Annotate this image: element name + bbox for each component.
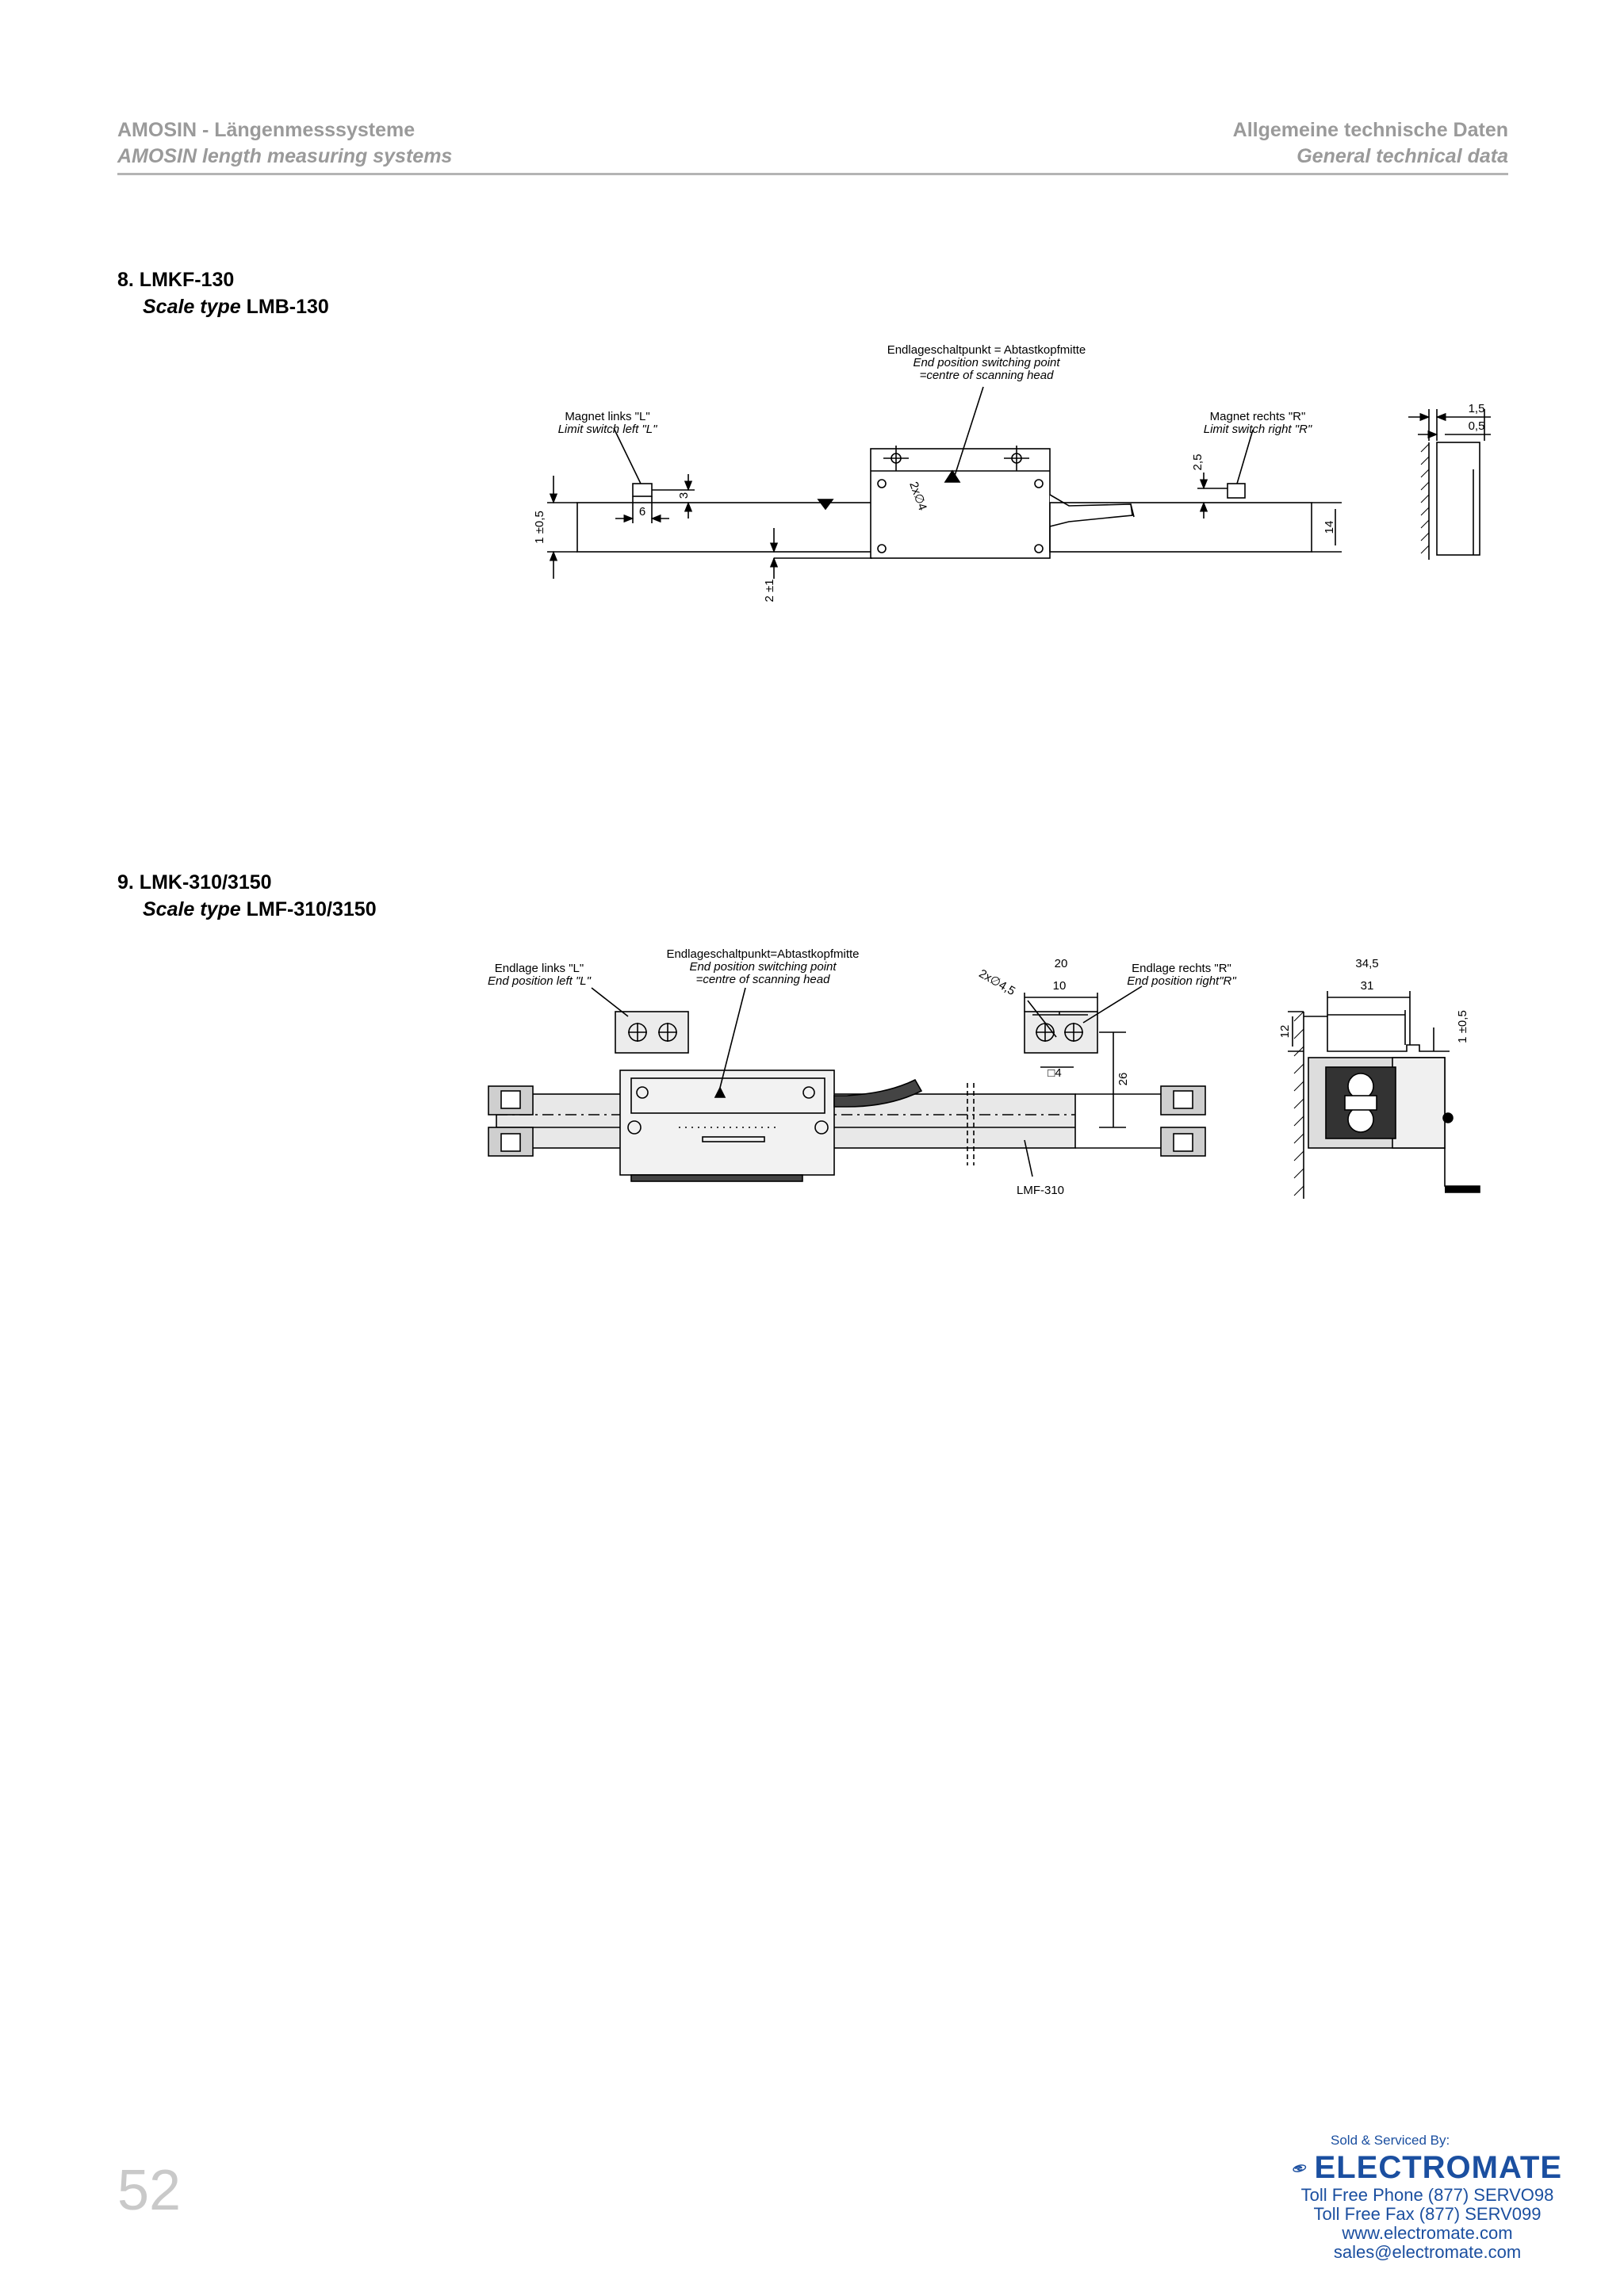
s9-dim-26: 26 bbox=[1116, 1073, 1130, 1086]
section9-scale-type-value: LMF-310/3150 bbox=[246, 898, 377, 920]
sold-by-label: Sold & Serviced By: bbox=[1331, 2133, 1450, 2148]
s8-dim-14: 14 bbox=[1323, 521, 1336, 534]
header-right: Allgemeine technische Daten General tech… bbox=[1233, 117, 1508, 170]
footer-fax: Toll Free Fax (877) SERV099 bbox=[1313, 2204, 1542, 2224]
s9-dim-1: 1 ±0,5 bbox=[1456, 1010, 1469, 1043]
electromate-logo-icon bbox=[1293, 2164, 1307, 2172]
s8-dim-3: 3 bbox=[677, 492, 691, 499]
header-right-subtitle: General technical data bbox=[1297, 145, 1508, 167]
s8-magnet-right-de: Magnet rechts "R" bbox=[1210, 410, 1306, 423]
s9-dim-10: 10 bbox=[1053, 979, 1067, 993]
brand-block: ELECTROMATE bbox=[1293, 2150, 1562, 2186]
page-number: 52 bbox=[117, 2159, 182, 2222]
scanning-head bbox=[619, 1070, 835, 1176]
section9-subtitle: Scale type LMF-310/3150 bbox=[117, 896, 377, 923]
brand-name: ELECTROMATE bbox=[1314, 2150, 1562, 2185]
header-left-subtitle: AMOSIN length measuring systems bbox=[117, 145, 453, 167]
s9-switch-point-de: Endlageschaltpunkt=Abtastkopfmitte bbox=[666, 947, 859, 961]
s8-magnet-right-en: Limit switch right "R" bbox=[1204, 423, 1312, 436]
section8-heading: 8. LMKF-130 Scale type LMB-130 bbox=[117, 266, 329, 320]
end-position-left bbox=[615, 1011, 689, 1054]
side-view-body bbox=[1436, 442, 1480, 556]
s8-switch-point-de: Endlageschaltpunkt = Abtastkopfmitte bbox=[887, 343, 1086, 357]
header-right-title: Allgemeine technische Daten bbox=[1232, 119, 1508, 141]
section9-drawing: Endlage links "L" End position left "L" … bbox=[488, 947, 1480, 1199]
end-position-right bbox=[1024, 1011, 1098, 1054]
footer-web-link[interactable]: www.electromate.com bbox=[1342, 2223, 1513, 2243]
s9-dim-4: □4 bbox=[1048, 1066, 1061, 1080]
s8-dim-2: 2 ±1 bbox=[763, 579, 776, 602]
header-divider bbox=[117, 173, 1508, 175]
s9-end-right-de: Endlage rechts "R" bbox=[1132, 962, 1231, 975]
s8-dim-15: 1,5 bbox=[1469, 402, 1485, 415]
s9-end-left-de: Endlage links "L" bbox=[495, 962, 584, 975]
s9-dim-12: 12 bbox=[1278, 1025, 1292, 1039]
s8-switch-point-en2: =centre of scanning head bbox=[920, 369, 1055, 382]
s9-scale-name: LMF-310 bbox=[1017, 1184, 1064, 1197]
section8-title: 8. LMKF-130 bbox=[117, 269, 235, 291]
section9-title: 9. LMK-310/3150 bbox=[117, 871, 272, 894]
scanning-head bbox=[870, 448, 1051, 559]
s8-dim-1: 1 ±0,5 bbox=[533, 511, 546, 544]
s8-dim-6: 6 bbox=[639, 505, 645, 519]
s9-dim-31: 31 bbox=[1361, 979, 1374, 993]
section8-subtitle: Scale type LMB-130 bbox=[117, 293, 329, 320]
section8-scale-type-value: LMB-130 bbox=[246, 296, 329, 318]
s8-switch-point-en1: End position switching point bbox=[913, 356, 1060, 369]
s8-dim-25: 2,5 bbox=[1191, 454, 1205, 471]
footer-email-link[interactable]: sales@electromate.com bbox=[1333, 2242, 1522, 2262]
magnet-right bbox=[1227, 483, 1246, 499]
s9-end-left-en: End position left "L" bbox=[488, 974, 592, 988]
s9-end-right-en: End position right"R" bbox=[1127, 974, 1236, 988]
s9-dim-345: 34,5 bbox=[1355, 957, 1378, 970]
s8-magnet-left-en: Limit switch left "L" bbox=[558, 423, 658, 436]
s9-switch-point-en1: End position switching point bbox=[689, 960, 837, 974]
s9-dim-2x45: 2x∅4,5 bbox=[976, 966, 1017, 998]
s8-dim-05: 0,5 bbox=[1469, 419, 1485, 433]
section8-drawing: Endlageschaltpunkt = Abtastkopfmitte End… bbox=[533, 343, 1491, 603]
section8-scale-type-label: Scale type bbox=[143, 296, 241, 318]
section9-scale-type-label: Scale type bbox=[143, 898, 241, 920]
section9-heading: 9. LMK-310/3150 Scale type LMF-310/3150 bbox=[117, 869, 377, 923]
header-left-title: AMOSIN - Längenmesssysteme bbox=[117, 119, 416, 141]
s9-switch-point-en2: =centre of scanning head bbox=[696, 973, 831, 986]
s9-dim-20: 20 bbox=[1055, 957, 1068, 970]
magnet-left bbox=[632, 483, 653, 497]
header-left: AMOSIN - Längenmesssysteme AMOSIN length… bbox=[117, 117, 452, 170]
footer-electromate: Sold & Serviced By: ELECTROMATE Toll Fre… bbox=[1293, 2133, 1562, 2262]
s8-magnet-left-de: Magnet links "L" bbox=[565, 410, 649, 423]
footer-phone: Toll Free Phone (877) SERVO98 bbox=[1300, 2185, 1554, 2205]
